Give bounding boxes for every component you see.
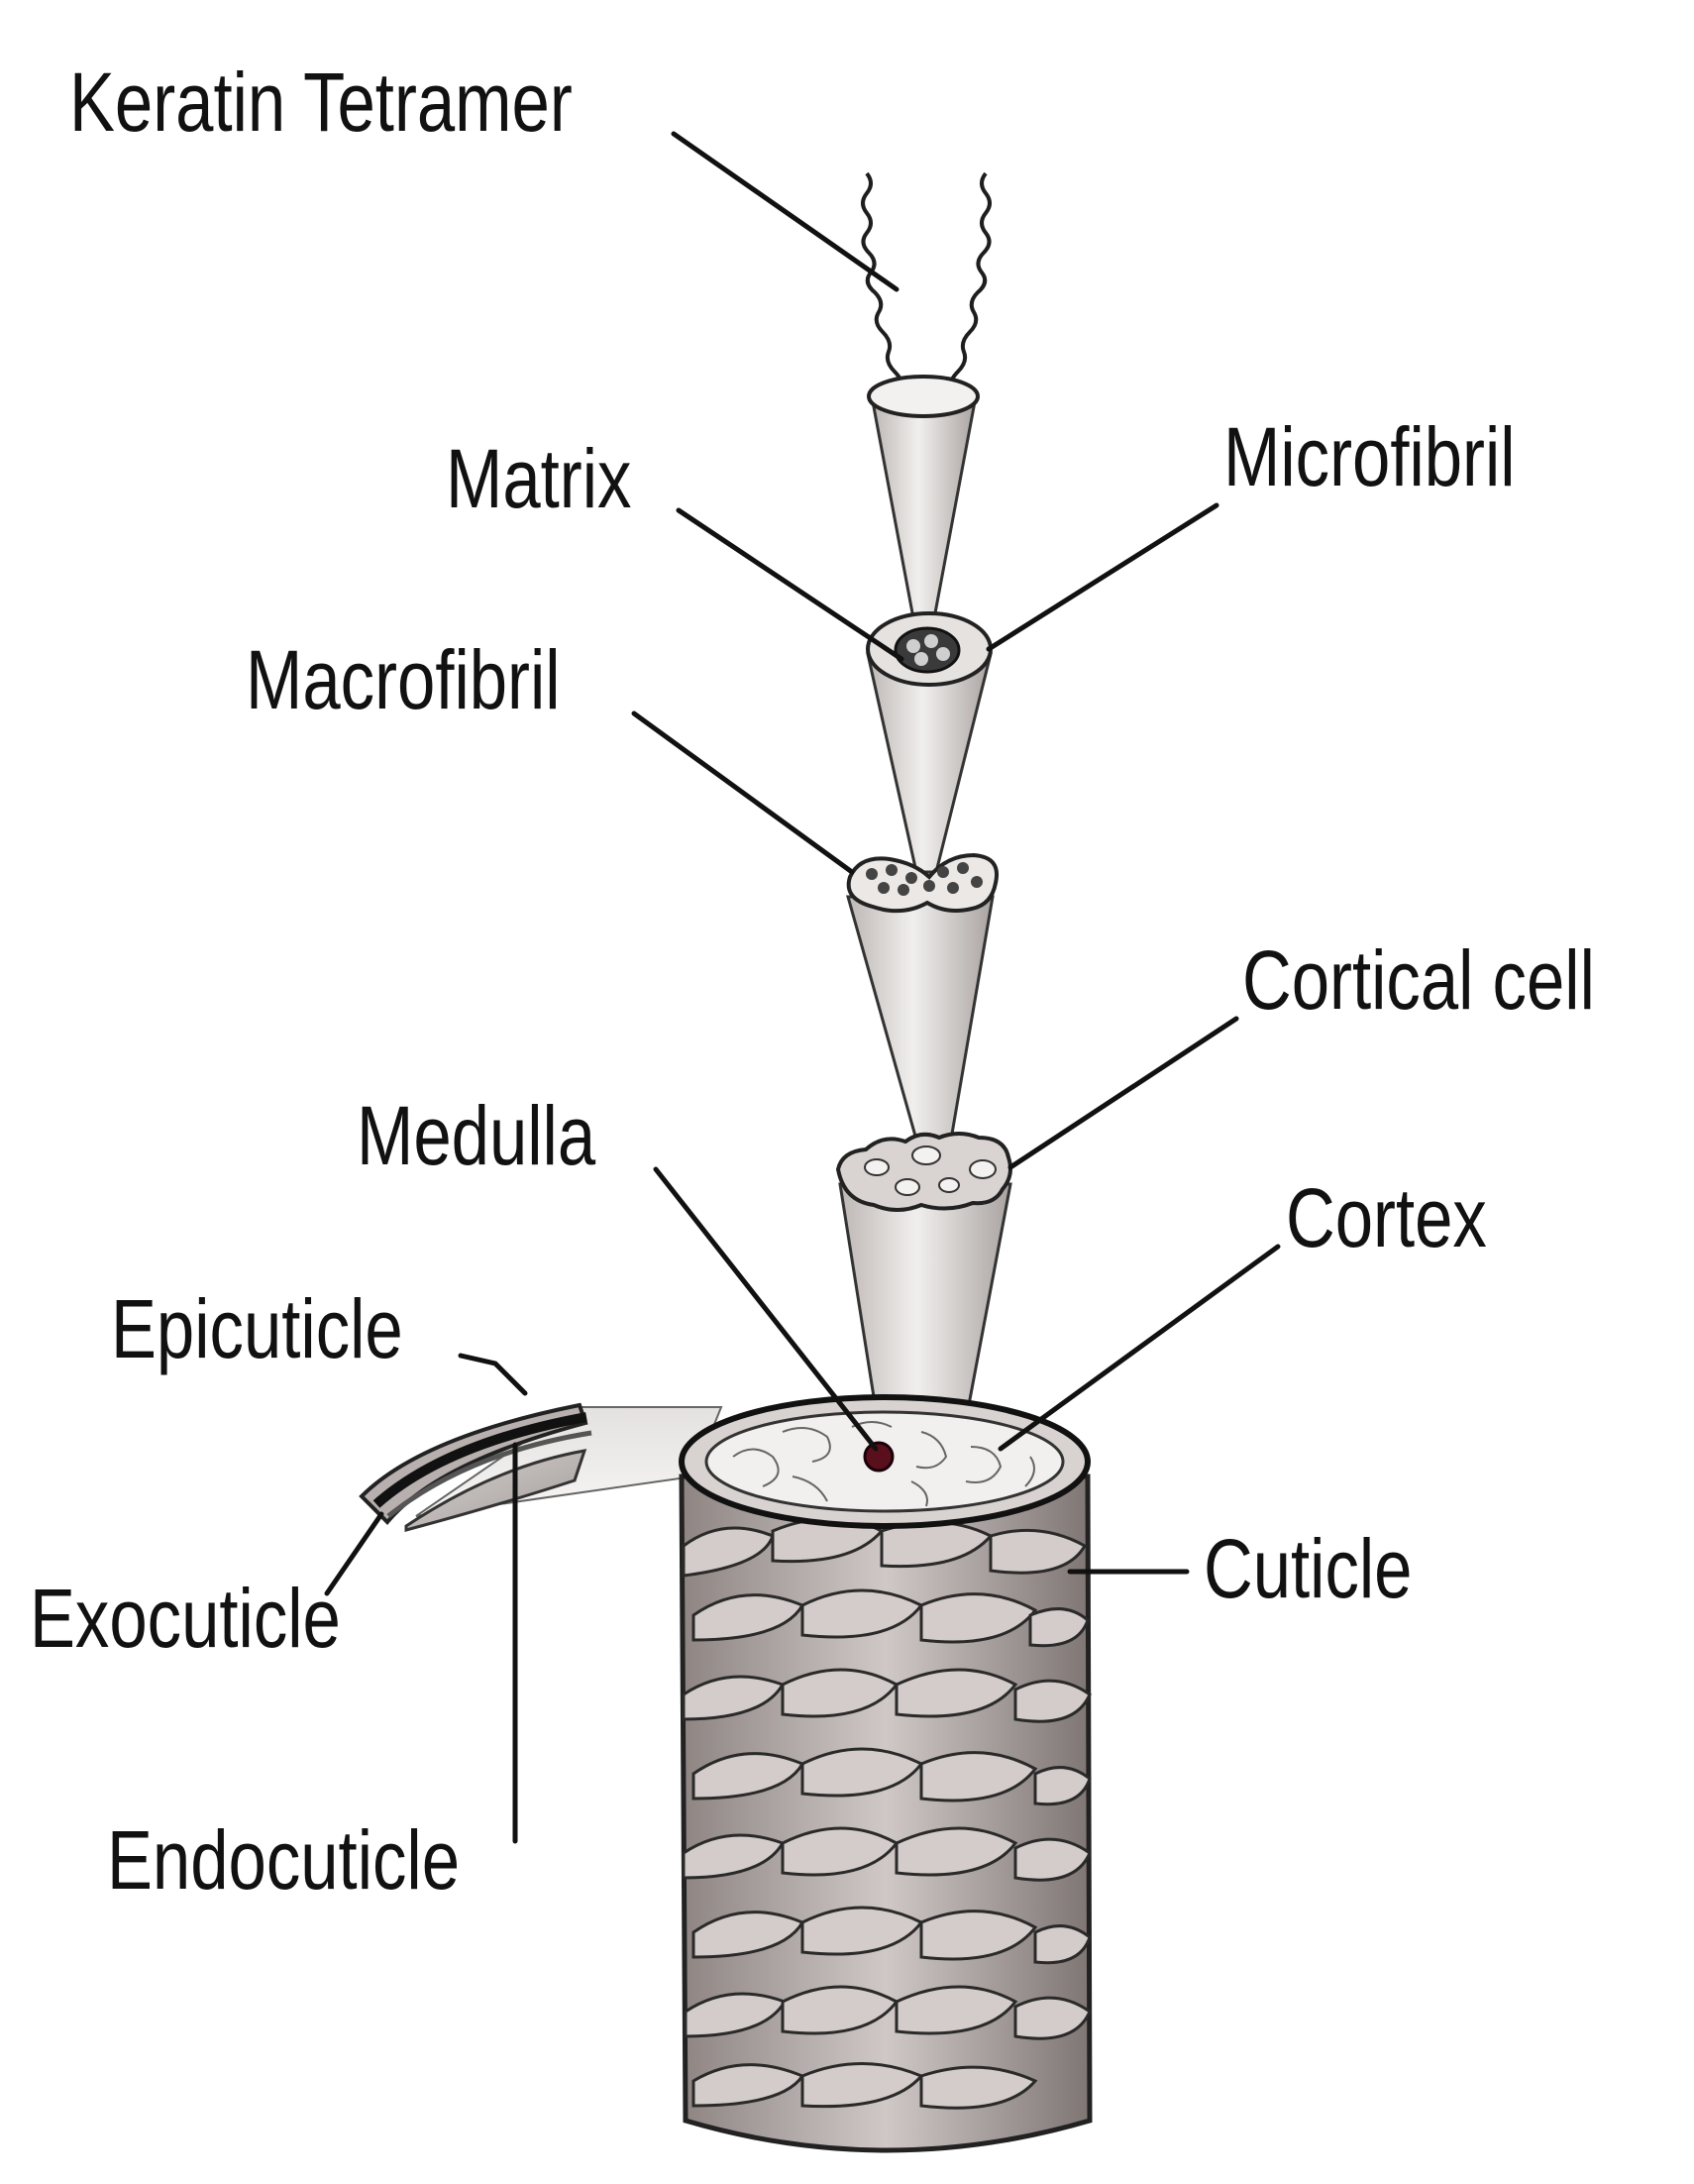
label-cortical-cell: Cortical cell <box>1242 934 1595 1028</box>
hair-shaft <box>679 1394 1093 2153</box>
cortex-cone <box>835 1132 1012 1449</box>
label-exocuticle: Exocuticle <box>30 1573 341 1666</box>
label-keratin-tetramer: Keratin Tetramer <box>69 56 573 150</box>
label-cortex: Cortex <box>1286 1172 1487 1265</box>
label-matrix: Matrix <box>446 433 631 526</box>
cortex-cell-outlines <box>732 1421 1035 1507</box>
cortical-cell-cross-section <box>835 1132 1012 1212</box>
label-epicuticle: Epicuticle <box>111 1283 403 1376</box>
label-endocuticle: Endocuticle <box>107 1814 460 1908</box>
label-medulla: Medulla <box>357 1090 595 1183</box>
labels: Keratin Tetramer Matrix Microfibril Macr… <box>30 56 1595 1908</box>
microfibril-cone <box>867 375 980 636</box>
macrofibril-cone <box>866 611 993 874</box>
label-cuticle: Cuticle <box>1204 1523 1413 1616</box>
leader-lines <box>324 131 1281 1844</box>
keratin-tetramer-strands <box>861 171 992 392</box>
label-macrofibril: Macrofibril <box>246 634 561 727</box>
cuticle-scales <box>682 1517 1092 2110</box>
cortical-cell-cone <box>846 852 999 1142</box>
medulla-core <box>863 1441 895 1473</box>
label-microfibril: Microfibril <box>1223 411 1516 504</box>
cuticle-flake <box>359 1402 723 1532</box>
